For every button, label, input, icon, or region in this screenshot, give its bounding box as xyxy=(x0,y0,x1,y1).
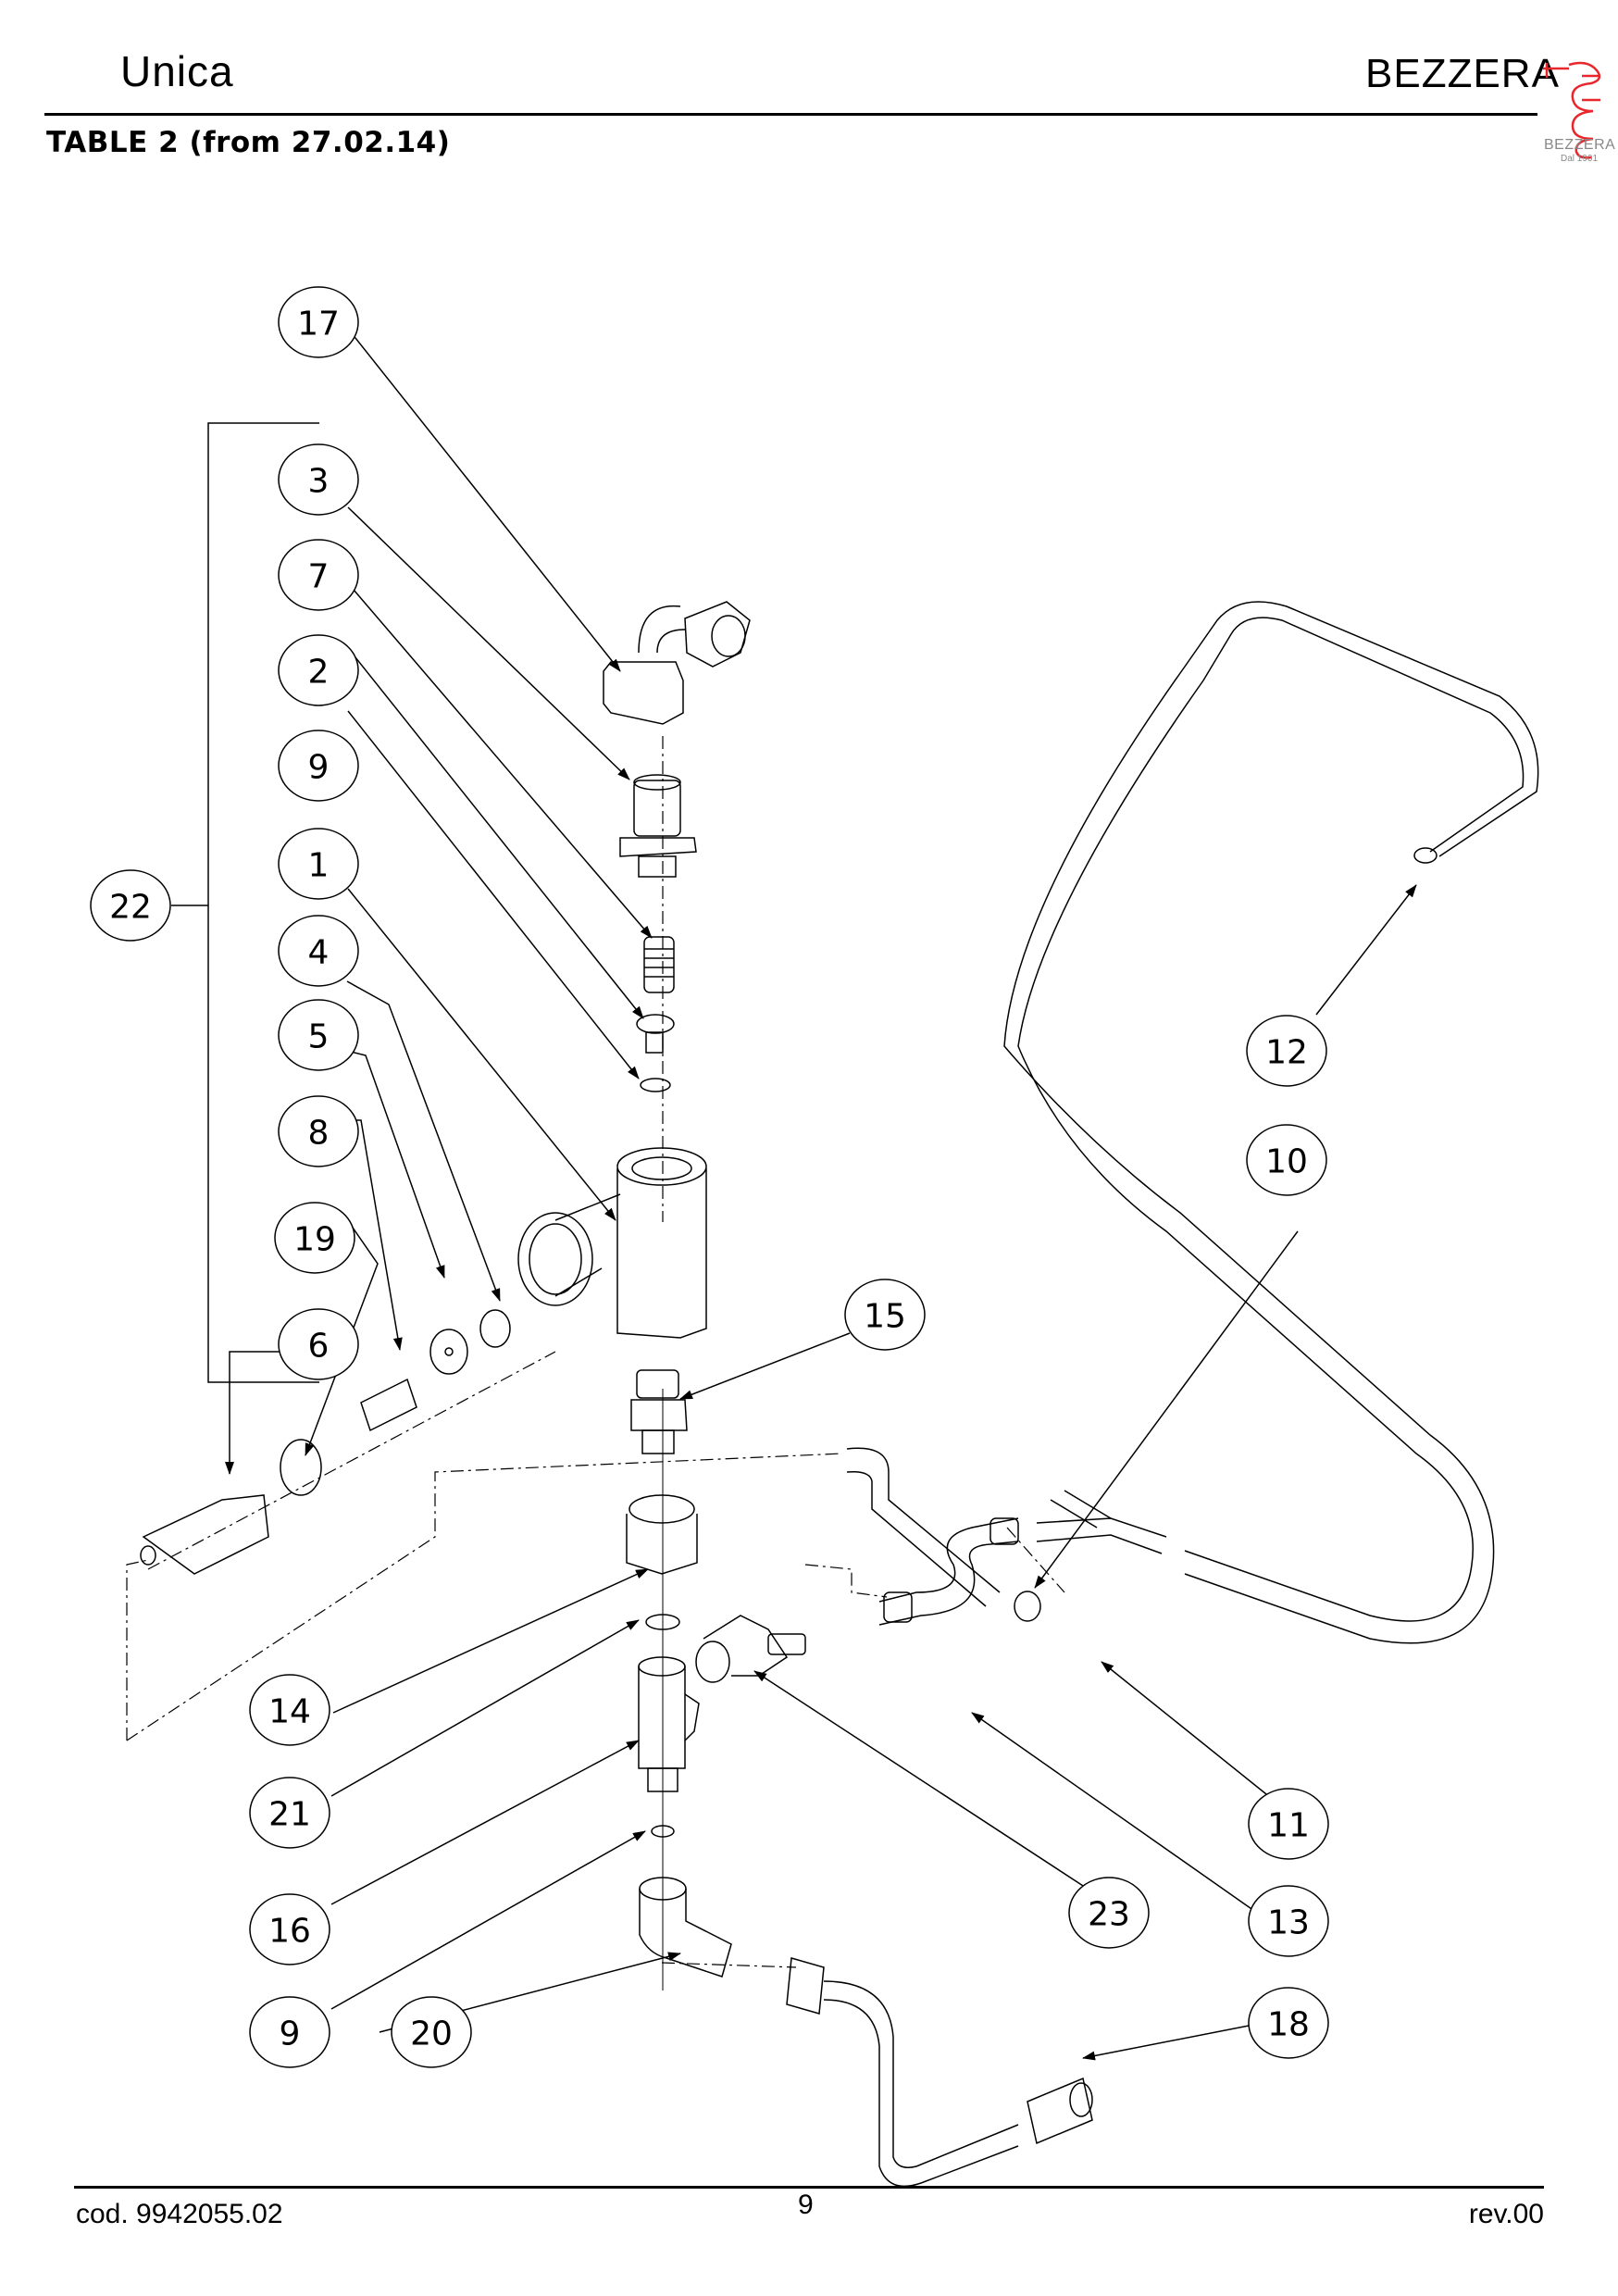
part-4-gasket xyxy=(479,1309,511,1348)
table-title: TABLE 2 (from 27.02.14) xyxy=(46,126,451,159)
document-title: Unica xyxy=(120,47,234,95)
revision: rev.00 xyxy=(1468,2199,1544,2229)
part-11-y-connector xyxy=(1036,1490,1167,1554)
part-9-washer xyxy=(640,1078,671,1092)
page-number: 9 xyxy=(798,2190,814,2220)
part-5-cap xyxy=(429,1329,468,1375)
callout-number: 7 xyxy=(308,558,330,596)
callout-balloon-11: 11 xyxy=(1248,1788,1329,1860)
callout-number: 8 xyxy=(308,1115,330,1153)
callout-balloon-7: 7 xyxy=(278,539,359,611)
part-12-long-tube xyxy=(1003,601,1539,1644)
callout-number: 13 xyxy=(1267,1904,1310,1942)
callout-number: 2 xyxy=(308,654,330,692)
callout-number: 18 xyxy=(1267,2006,1310,2044)
footer-divider xyxy=(74,2186,1544,2189)
callout-number: 12 xyxy=(1265,1034,1308,1072)
group-bracket-22 xyxy=(207,422,319,1383)
callout-balloon-9: 9 xyxy=(249,1996,330,2068)
callout-balloon-17: 17 xyxy=(278,286,359,358)
callout-balloon-1: 1 xyxy=(278,828,359,900)
callout-balloon-3: 3 xyxy=(278,443,359,516)
callout-balloon-20: 20 xyxy=(391,1996,472,2068)
logo-since: Dal 1901 xyxy=(1561,154,1599,164)
callout-balloon-9: 9 xyxy=(278,730,359,802)
callout-balloon-19: 19 xyxy=(274,1202,355,1274)
part-19-o-ring xyxy=(280,1439,322,1496)
part-2-valve-pin xyxy=(636,1014,675,1054)
callout-balloon-16: 16 xyxy=(249,1893,330,1965)
callout-balloon-21: 21 xyxy=(249,1777,330,1849)
logo-wordmark: BEZZERA xyxy=(1544,137,1616,153)
header-divider xyxy=(44,113,1537,116)
callout-number: 6 xyxy=(308,1328,330,1366)
callout-number: 19 xyxy=(293,1221,336,1259)
callout-balloon-14: 14 xyxy=(249,1674,330,1746)
part-1-valve-housing xyxy=(517,1147,707,1339)
callout-balloon-18: 18 xyxy=(1248,1987,1329,2059)
part-21-washer xyxy=(645,1614,680,1630)
callout-number: 9 xyxy=(280,2015,301,2053)
callout-number: 20 xyxy=(410,2015,453,2053)
part-8-spring xyxy=(360,1378,417,1432)
callout-balloon-15: 15 xyxy=(844,1279,926,1351)
part-9-washer-lower xyxy=(651,1825,675,1838)
callout-number: 1 xyxy=(308,847,330,885)
callout-number: 3 xyxy=(308,463,330,501)
callout-number: 17 xyxy=(297,306,340,343)
callout-number: 5 xyxy=(308,1018,330,1056)
callout-number: 15 xyxy=(864,1298,906,1336)
callout-number: 4 xyxy=(308,934,330,972)
part-14-nut xyxy=(626,1494,698,1575)
callout-number: 22 xyxy=(109,889,152,927)
document-code: cod. 9942055.02 xyxy=(76,2199,283,2229)
part-13-s-hose xyxy=(878,1517,1019,1626)
part-3-valve-body xyxy=(619,774,697,878)
callout-number: 23 xyxy=(1088,1896,1130,1934)
bezzera-serpent-logo-icon xyxy=(1543,61,1601,159)
callout-number: 16 xyxy=(268,1913,311,1951)
part-6-connector xyxy=(140,1494,269,1575)
callout-balloon-23: 23 xyxy=(1068,1877,1150,1949)
callout-balloon-8: 8 xyxy=(278,1095,359,1167)
callout-balloon-2: 2 xyxy=(278,634,359,706)
callout-number: 10 xyxy=(1265,1143,1308,1181)
part-15-nipple xyxy=(630,1369,688,1454)
part-23-elbow-connector xyxy=(695,1615,806,1683)
callout-number: 9 xyxy=(308,749,330,787)
part-16-tee xyxy=(638,1656,700,1792)
part-20-elbow xyxy=(639,1877,732,1978)
part-10-hose xyxy=(846,1447,1041,1622)
callout-number: 14 xyxy=(268,1693,311,1731)
part-7-spring xyxy=(643,936,675,993)
callout-balloon-13: 13 xyxy=(1248,1885,1329,1957)
callout-balloon-12: 12 xyxy=(1246,1015,1327,1087)
callout-number: 11 xyxy=(1267,1807,1310,1845)
part-18-pipe xyxy=(786,1957,1093,2188)
brand-name: BEZZERA xyxy=(1365,51,1560,96)
part-17-elbow-fitting xyxy=(603,601,751,725)
callout-balloon-5: 5 xyxy=(278,999,359,1071)
callout-balloon-4: 4 xyxy=(278,915,359,987)
callout-number: 21 xyxy=(268,1796,311,1834)
callout-balloon-22: 22 xyxy=(90,869,171,942)
callout-balloon-10: 10 xyxy=(1246,1124,1327,1196)
callout-balloon-6: 6 xyxy=(278,1308,359,1380)
